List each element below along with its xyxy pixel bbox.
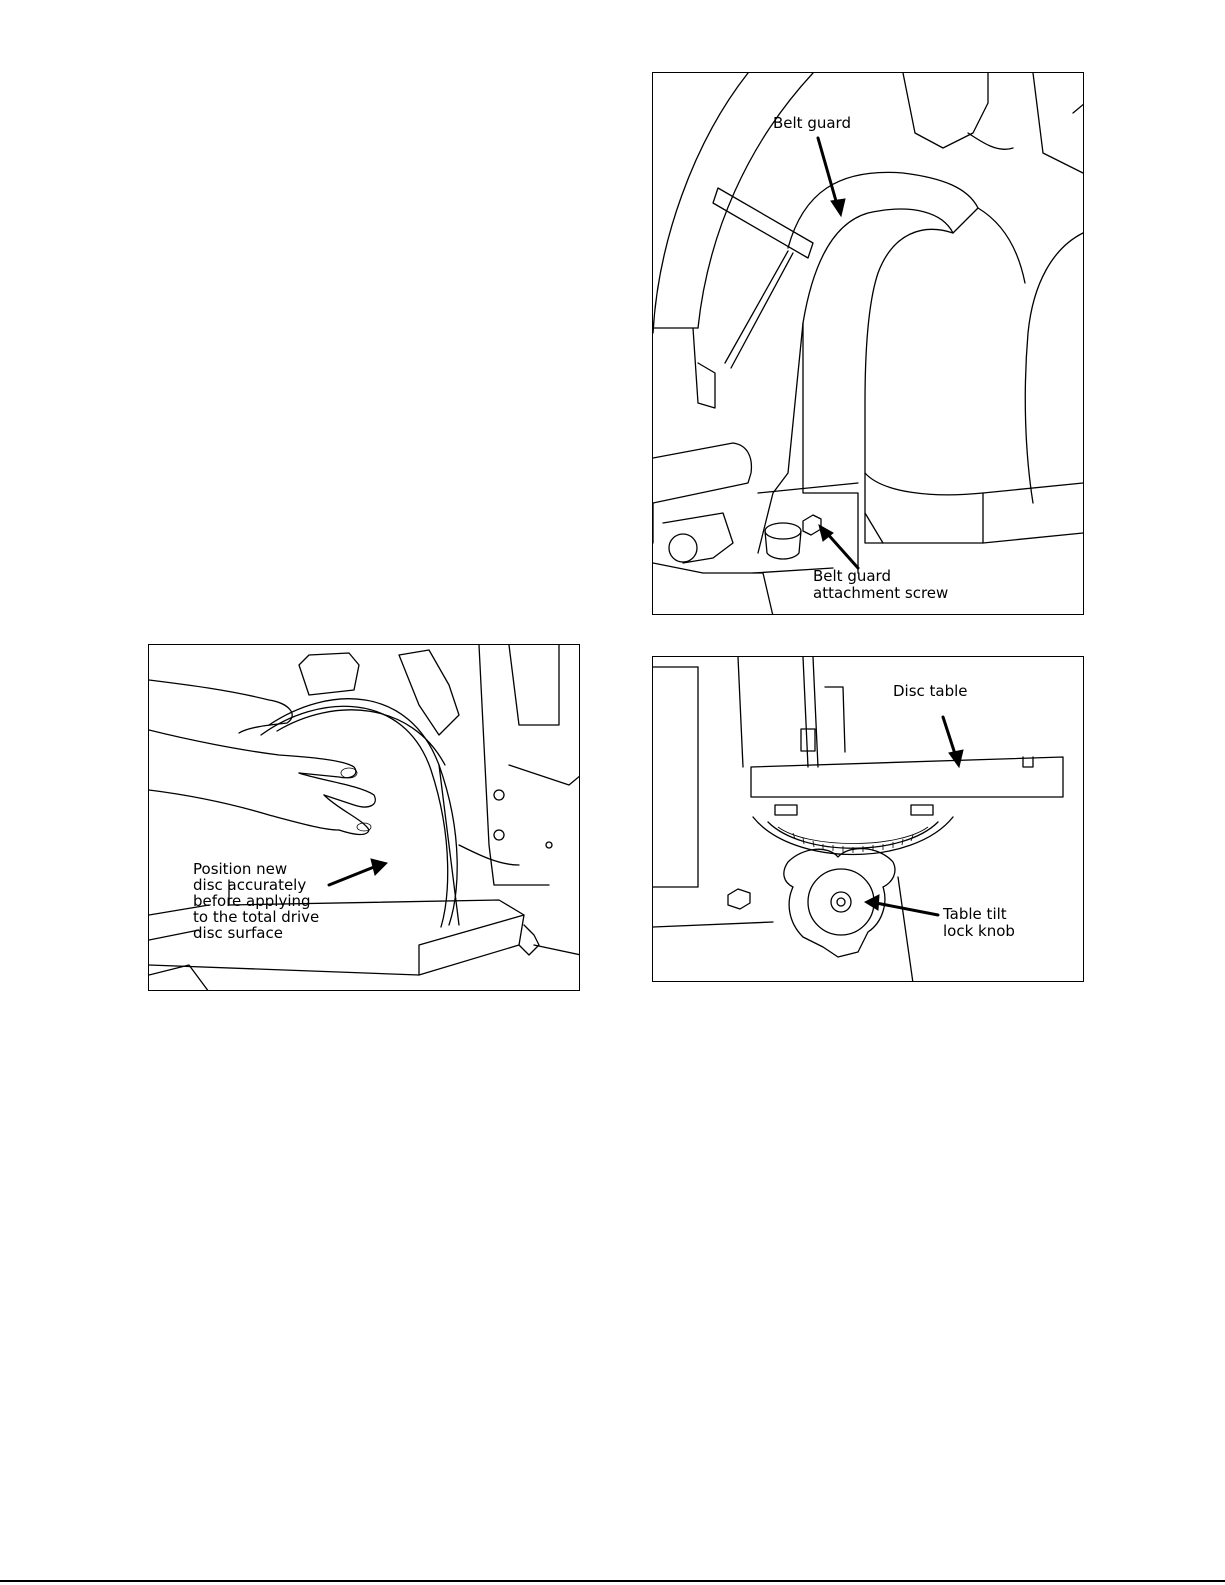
disc-table-illustration: [653, 657, 1084, 982]
footer-rule: [0, 1580, 1225, 1582]
disc-table-figure: Disc table Table tilt lock knob: [652, 656, 1084, 982]
disc-label-line5: disc surface: [193, 925, 283, 942]
disc-table-label: Disc table: [893, 683, 968, 700]
belt-guard-label: Belt guard: [773, 115, 851, 132]
knob-label-line1: Table tilt: [943, 906, 1007, 923]
disc-replace-figure: Position new disc accurately before appl…: [148, 644, 580, 991]
knob-label-line2: lock knob: [943, 923, 1015, 940]
screw-label-line1: Belt guard: [813, 568, 891, 585]
belt-guard-illustration: [653, 73, 1084, 615]
belt-guard-figure: Belt guard Belt guard attachment screw: [652, 72, 1084, 615]
screw-label-line2: attachment screw: [813, 585, 948, 602]
